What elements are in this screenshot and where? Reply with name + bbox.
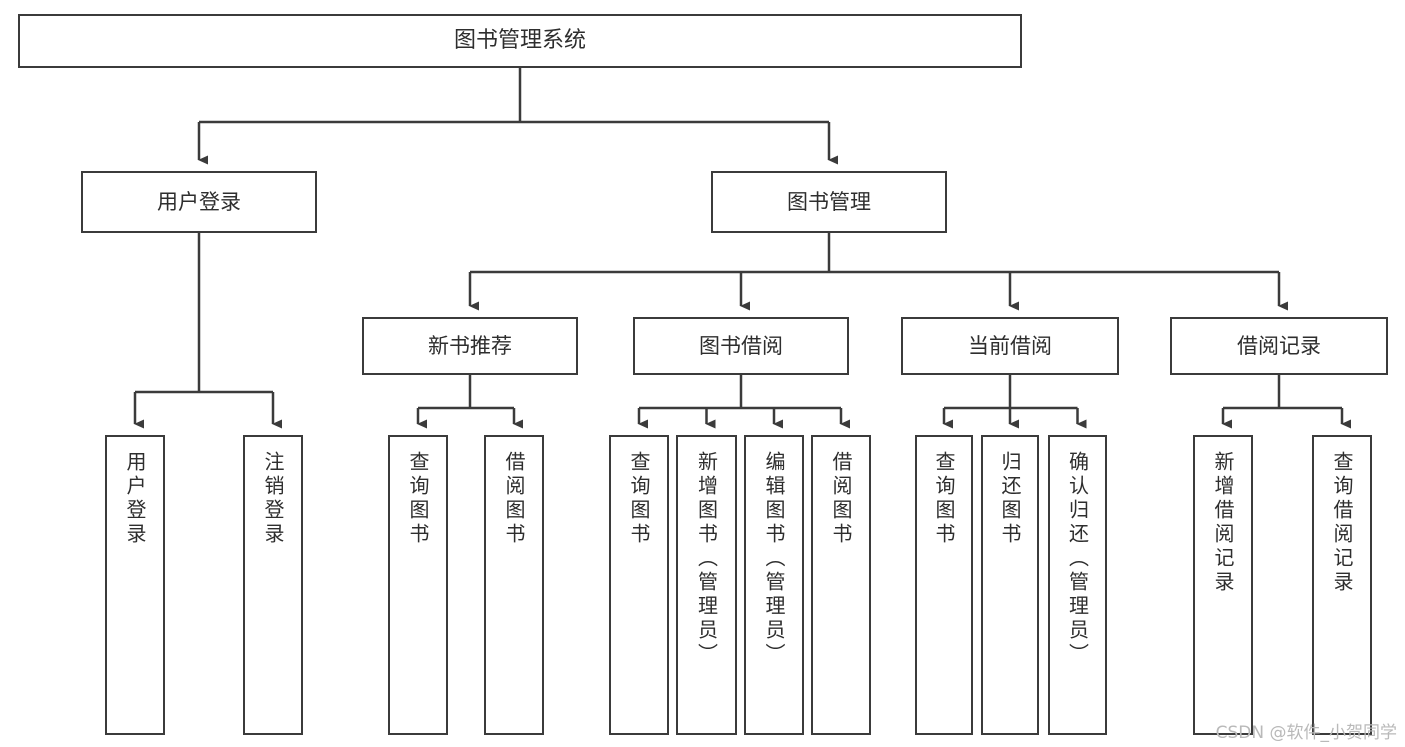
node-label: 图书借阅 bbox=[699, 333, 783, 358]
watermark-text: CSDN @软件_小贺同学 bbox=[1215, 723, 1397, 743]
node-leaf-query-book-3[interactable]: 查询图书 bbox=[915, 435, 973, 735]
node-label: 查询图书 bbox=[932, 451, 956, 547]
node-label: 查询借阅记录 bbox=[1330, 451, 1354, 595]
node-leaf-return-book[interactable]: 归还图书 bbox=[981, 435, 1039, 735]
node-label: 图书管理系统 bbox=[453, 28, 586, 54]
node-book-manage[interactable]: 图书管理 bbox=[711, 171, 947, 233]
node-leaf-add-record[interactable]: 新增借阅记录 bbox=[1193, 435, 1253, 735]
node-leaf-confirm-return[interactable]: 确认归还（管理员） bbox=[1048, 435, 1107, 735]
node-leaf-query-book-1[interactable]: 查询图书 bbox=[388, 435, 448, 735]
node-new-book-recommend[interactable]: 新书推荐 bbox=[362, 317, 578, 375]
node-borrow-record[interactable]: 借阅记录 bbox=[1170, 317, 1388, 375]
node-label: 借阅图书 bbox=[829, 451, 853, 547]
node-label: 图书管理 bbox=[787, 189, 871, 214]
node-leaf-query-record[interactable]: 查询借阅记录 bbox=[1312, 435, 1372, 735]
node-label: 新增借阅记录 bbox=[1211, 451, 1235, 595]
node-leaf-query-book-2[interactable]: 查询图书 bbox=[609, 435, 669, 735]
node-label: 查询图书 bbox=[627, 451, 651, 547]
node-leaf-borrow-book-2[interactable]: 借阅图书 bbox=[811, 435, 871, 735]
node-leaf-logout[interactable]: 注销登录 bbox=[243, 435, 303, 735]
node-label: 确认归还（管理员） bbox=[1065, 451, 1090, 667]
node-user-login[interactable]: 用户登录 bbox=[81, 171, 317, 233]
node-label: 编辑图书（管理员） bbox=[762, 451, 786, 667]
node-leaf-borrow-book-1[interactable]: 借阅图书 bbox=[484, 435, 544, 735]
node-leaf-add-book[interactable]: 新增图书（管理员） bbox=[676, 435, 737, 735]
node-label: 当前借阅 bbox=[968, 333, 1052, 358]
node-label: 用户登录 bbox=[157, 189, 241, 214]
node-label: 查询图书 bbox=[406, 451, 430, 547]
node-label: 新增图书（管理员） bbox=[694, 451, 719, 667]
node-label: 借阅图书 bbox=[502, 451, 526, 547]
node-label: 用户登录 bbox=[123, 451, 147, 547]
node-book-borrow[interactable]: 图书借阅 bbox=[633, 317, 849, 375]
node-leaf-edit-book[interactable]: 编辑图书（管理员） bbox=[744, 435, 804, 735]
node-label: 注销登录 bbox=[261, 451, 285, 547]
node-current-borrow[interactable]: 当前借阅 bbox=[901, 317, 1119, 375]
node-leaf-user-login[interactable]: 用户登录 bbox=[105, 435, 165, 735]
node-label: 归还图书 bbox=[998, 451, 1022, 547]
node-label: 新书推荐 bbox=[428, 333, 512, 358]
node-label: 借阅记录 bbox=[1237, 333, 1321, 358]
node-root[interactable]: 图书管理系统 bbox=[18, 14, 1022, 68]
